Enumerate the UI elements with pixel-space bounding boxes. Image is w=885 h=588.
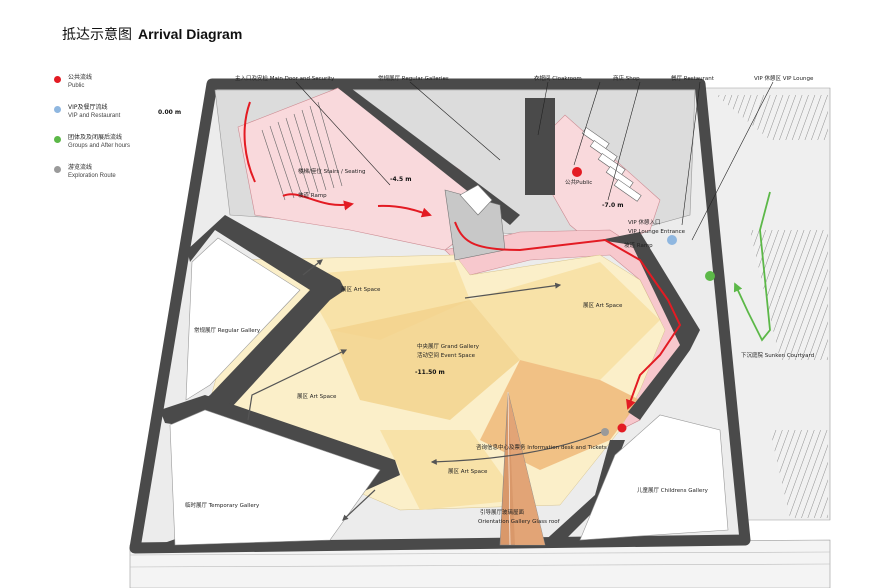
legend-label-cn: VIP及餐厅流线 bbox=[68, 104, 108, 111]
callout-cloakroom: 衣帽间 Cloakroom bbox=[534, 74, 582, 82]
legend-label-en: Public bbox=[68, 83, 85, 89]
legend-dot-groups bbox=[54, 136, 61, 143]
gallery-blocks bbox=[169, 237, 729, 546]
label-grand-gallery: 中央展厅 Grand Gallery bbox=[417, 342, 480, 350]
label-art-space-2: 展区 Art Space bbox=[583, 302, 623, 309]
legend-label-cn: 游览流线 bbox=[68, 164, 93, 171]
legend-label-cn: 公共流线 bbox=[68, 74, 93, 81]
legend-dot-exploration bbox=[54, 166, 61, 173]
legend-label-en: Groups and After hours bbox=[68, 143, 131, 149]
label-vip-entrance-2: VIP Lounge Entrance bbox=[628, 229, 686, 235]
label-event-space: 活动空间 Event Space bbox=[417, 351, 476, 359]
group-route bbox=[705, 191, 771, 342]
diagram-title: 抵达示意图 Arrival Diagram bbox=[62, 24, 242, 44]
vip-marker bbox=[667, 235, 677, 245]
callout-regular-galleries: 常规展厅 Regular Galleries bbox=[378, 74, 449, 82]
title-en: Arrival Diagram bbox=[138, 26, 243, 42]
legend-dot-public bbox=[54, 76, 61, 83]
exploration-route bbox=[247, 259, 609, 521]
public-route bbox=[243, 101, 682, 433]
stair-steps bbox=[261, 101, 343, 201]
legend-item-public: 公共流线 Public bbox=[54, 74, 174, 104]
callout-main-door: 主入口及安检 Main Door and Security bbox=[235, 74, 335, 82]
label-sunken-courtyard: 下沉庭院 Sunken Courtyard bbox=[741, 351, 814, 359]
legend-label-cn: 团体及及闭展后流线 bbox=[68, 134, 123, 141]
label-childrens-gallery: 儿童展厅 Childrens Gallery bbox=[637, 486, 709, 494]
label-stairs: 楼梯/座位 Stairs / Seating bbox=[298, 167, 366, 175]
callout-restaurant: 餐厅 Restaurant bbox=[671, 74, 715, 82]
legend-dot-vip bbox=[54, 106, 61, 113]
label-info-desk: 咨询信息中心及票务 Information desk and Tickets bbox=[476, 443, 607, 451]
level-stairs: -4.5 m bbox=[390, 176, 411, 183]
label-ramp-right: 坡道 Ramp bbox=[624, 241, 653, 249]
level-grand: -11.50 m bbox=[415, 369, 445, 376]
label-temporary-gallery: 临时展厅 Temporary Gallery bbox=[185, 501, 260, 509]
legend-item-exploration: 游览流线 Exploration Route bbox=[54, 164, 174, 194]
legend: 公共流线 Public VIP及餐厅流线 VIP and Restaurant … bbox=[54, 74, 174, 194]
level-shop: -7.0 m bbox=[602, 202, 623, 209]
callout-leaders bbox=[295, 81, 774, 241]
label-vip-entrance-1: VIP 休憩入口 bbox=[628, 218, 660, 226]
label-public-marker: 公共Public bbox=[565, 178, 592, 186]
label-ramp-upper: 坡道 Ramp bbox=[298, 191, 327, 199]
shop-benches bbox=[581, 127, 642, 202]
legend-item-groups: 团体及及闭展后流线 Groups and After hours bbox=[54, 134, 174, 164]
label-art-space-1: 展区 Art Space bbox=[341, 286, 381, 293]
label-orientation-1: 引导展厅玻璃屋面 bbox=[480, 508, 525, 516]
callout-shop: 商店 Shop bbox=[613, 74, 640, 82]
legend-label-en: Exploration Route bbox=[68, 173, 116, 179]
upper-partitions bbox=[444, 184, 506, 261]
label-art-space-3: 展区 Art Space bbox=[297, 393, 337, 400]
label-art-space-4: 展区 Art Space bbox=[448, 468, 488, 475]
level-ground: 0.00 m bbox=[158, 109, 181, 116]
title-cn: 抵达示意图 bbox=[62, 27, 132, 43]
callout-vip-lounge: VIP 休憩区 VIP Lounge bbox=[754, 74, 814, 82]
label-orientation-2: Orientation Gallery Glass roof bbox=[478, 519, 561, 525]
orientation-glass-roof bbox=[499, 391, 546, 546]
legend-label-en: VIP and Restaurant bbox=[68, 113, 121, 119]
label-regular-gallery: 常规展厅 Regular Gallery bbox=[194, 326, 261, 334]
legend-item-vip: VIP及餐厅流线 VIP and Restaurant bbox=[54, 104, 174, 134]
